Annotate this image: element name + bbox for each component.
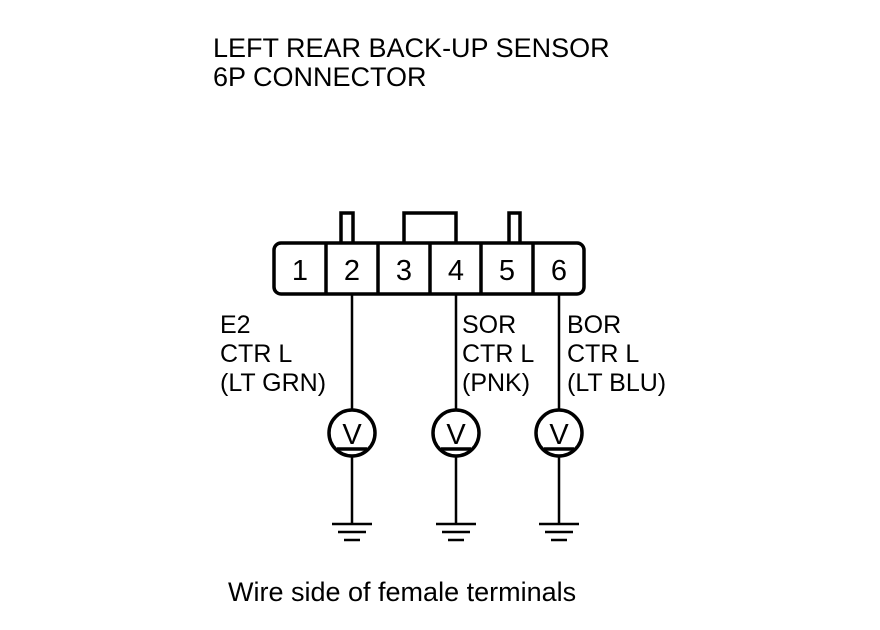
voltmeter-icon: V (431, 408, 481, 458)
wire-label-bor-line3: (LT BLU) (567, 369, 666, 397)
pin-6-label: 6 (551, 255, 567, 287)
voltmeter-icon: V (327, 408, 377, 458)
caption: Wire side of female terminals (228, 577, 576, 607)
pin-3-label: 3 (396, 255, 412, 287)
ground-icon (436, 456, 476, 542)
voltmeter-symbol: V (549, 419, 569, 451)
pin-1-label: 1 (292, 255, 308, 287)
wire-label-sor: SOR CTR L (PNK) (462, 311, 534, 397)
pin-4-label: 4 (448, 255, 464, 287)
wire-label-bor: BOR CTR L (LT BLU) (567, 311, 666, 397)
wire-label-e2: E2 CTR L (LT GRN) (220, 311, 326, 397)
voltmeter-symbol: V (342, 419, 362, 451)
title-line-1: LEFT REAR BACK-UP SENSOR (213, 33, 610, 63)
voltmeter-symbol: V (446, 419, 466, 451)
voltmeter-icon: V (534, 408, 584, 458)
ground-icon (539, 456, 579, 542)
wire-label-e2-line2: CTR L (220, 340, 292, 368)
pin-5-label: 5 (499, 255, 515, 287)
wire-label-sor-line1: SOR (462, 311, 516, 339)
wire-label-bor-line2: CTR L (567, 340, 639, 368)
wire-label-sor-line2: CTR L (462, 340, 534, 368)
wire-label-bor-line1: BOR (567, 311, 621, 339)
wire-label-e2-line3: (LT GRN) (220, 369, 326, 397)
ground-icon (332, 456, 372, 542)
wire-label-e2-line1: E2 (220, 311, 251, 339)
pin-2-label: 2 (344, 255, 360, 287)
connector-tabs (339, 211, 522, 243)
title-line-2: 6P CONNECTOR (213, 62, 427, 92)
connector-dividers (324, 243, 535, 294)
wire-label-sor-line3: (PNK) (462, 369, 530, 397)
